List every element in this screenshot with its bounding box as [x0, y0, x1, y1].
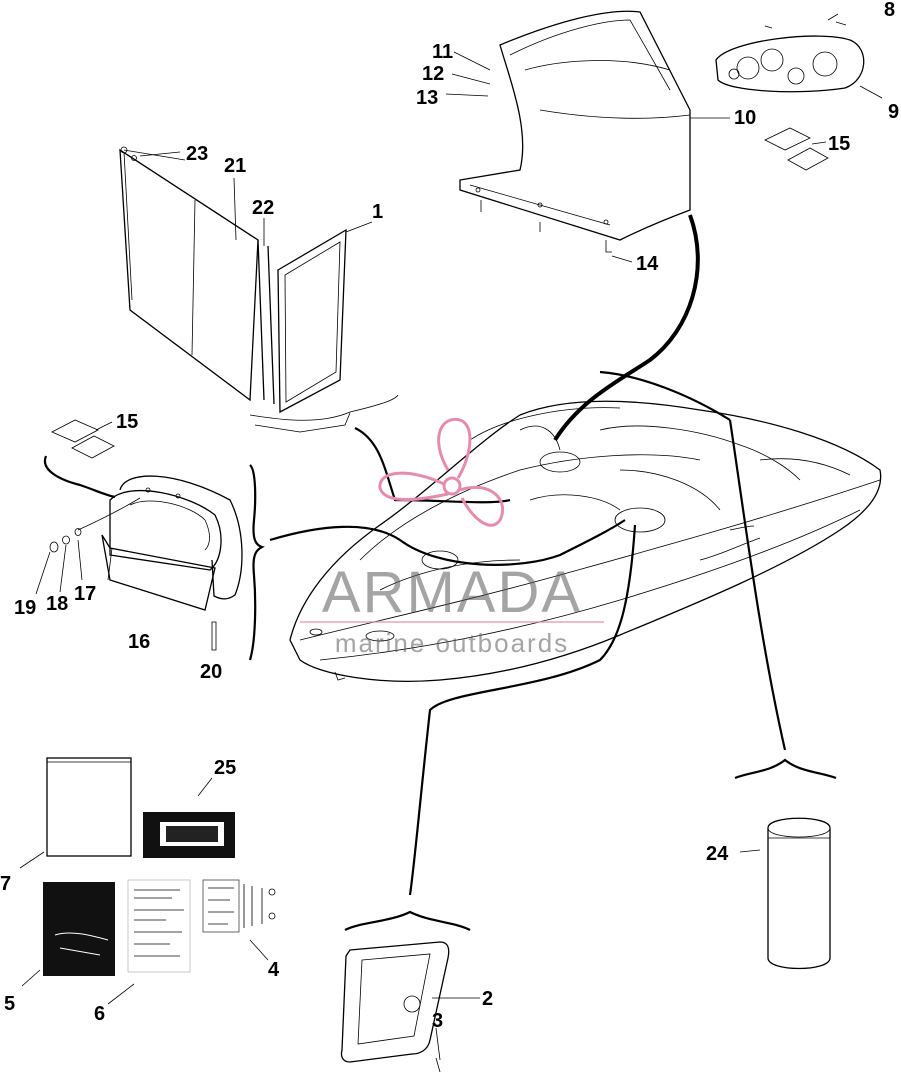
callout-14: 14 — [636, 253, 659, 275]
callout-2: 2 — [482, 988, 493, 1010]
callout-10: 10 — [734, 107, 756, 129]
seat-cooler — [101, 475, 243, 651]
callout-18: 18 — [46, 593, 68, 615]
callout-23: 23 — [186, 143, 208, 165]
callout-25: 25 — [214, 757, 236, 779]
callout-1: 1 — [372, 201, 383, 223]
callout-15-left: 15 — [116, 411, 138, 433]
callout-8: 8 — [884, 0, 895, 21]
callout-15-top: 15 — [828, 133, 850, 155]
callout-16: 16 — [128, 631, 150, 653]
callout-21: 21 — [224, 155, 246, 177]
enclosure-panels — [119, 146, 399, 433]
callout-22: 22 — [252, 197, 274, 219]
callout-24: 24 — [706, 843, 729, 865]
decal-sheet-left — [51, 419, 115, 459]
fasteners — [49, 528, 82, 553]
callout-5: 5 — [4, 993, 15, 1015]
decal-sheet — [764, 127, 829, 171]
callout-9: 9 — [888, 101, 899, 123]
callout-labels: 1 2 3 4 5 6 7 8 9 10 11 12 13 14 15 15 1… — [0, 0, 899, 1032]
callout-4: 4 — [268, 959, 280, 981]
callout-13: 13 — [416, 87, 438, 109]
callout-3: 3 — [432, 1010, 443, 1032]
callout-6: 6 — [94, 1003, 105, 1025]
leader-lines — [43, 214, 837, 931]
callout-7: 7 — [0, 873, 11, 895]
watermark-tagline: marine outboards — [335, 628, 569, 658]
callout-17: 17 — [74, 583, 96, 605]
document-kit — [43, 757, 276, 976]
boat-hull — [289, 400, 882, 682]
callout-12: 12 — [422, 63, 444, 85]
callout-leaders — [19, 13, 883, 1061]
access-plate — [340, 941, 450, 1073]
canister — [767, 817, 831, 970]
callout-11: 11 — [432, 41, 453, 63]
console-windshield-assembly — [459, 10, 691, 253]
watermark-brand: ARMADA — [322, 560, 582, 625]
callout-19: 19 — [14, 597, 36, 619]
watermark: ARMADA marine outboards — [300, 417, 604, 658]
propeller-logo-icon — [378, 417, 505, 527]
gauge-panel — [715, 21, 865, 93]
callout-20: 20 — [200, 661, 222, 683]
